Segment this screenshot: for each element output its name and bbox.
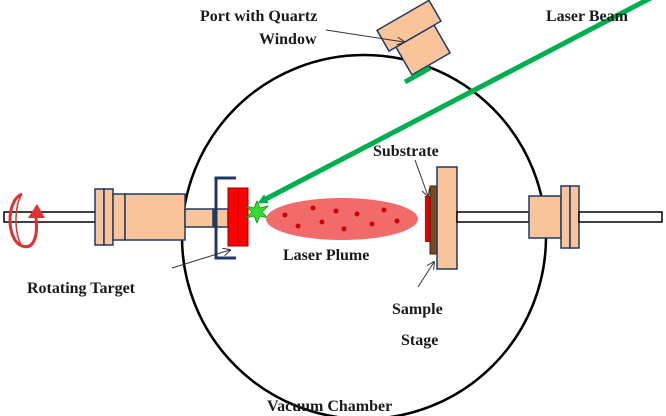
laser-beam bbox=[257, 0, 653, 204]
laser-plume-label: Laser Plume bbox=[283, 247, 369, 264]
substrate-label: Substrate bbox=[373, 143, 439, 160]
port-label-line1: Port with Quartz bbox=[200, 8, 317, 25]
port-label-line2: Window bbox=[259, 31, 317, 48]
vacuum-chamber-label: Vacuum Chamber bbox=[267, 398, 392, 415]
laser-beam-label: Laser Beam bbox=[546, 8, 629, 25]
sample-stage-label-line2: Stage bbox=[401, 332, 438, 349]
laser-plume bbox=[266, 198, 418, 240]
laser-beam-inner bbox=[403, 65, 432, 85]
target-pointer bbox=[171, 250, 230, 269]
right-feedthrough bbox=[456, 185, 663, 249]
quartz-window-port bbox=[375, 0, 452, 76]
rotating-target-assembly bbox=[213, 176, 249, 260]
left-feedthrough bbox=[3, 188, 214, 246]
sample-stage bbox=[436, 166, 458, 270]
port-pointer bbox=[325, 29, 404, 42]
stage-pointer bbox=[417, 262, 434, 288]
rotation-arrow-icon bbox=[8, 192, 45, 249]
rotating-target-label: Rotating Target bbox=[27, 280, 136, 297]
substrate-pointer bbox=[414, 159, 428, 196]
substrate bbox=[425, 196, 430, 242]
sample-stage-label-line1: Sample bbox=[392, 301, 443, 318]
sample-stage-assembly bbox=[425, 166, 458, 270]
laser-spark-icon bbox=[244, 199, 270, 225]
